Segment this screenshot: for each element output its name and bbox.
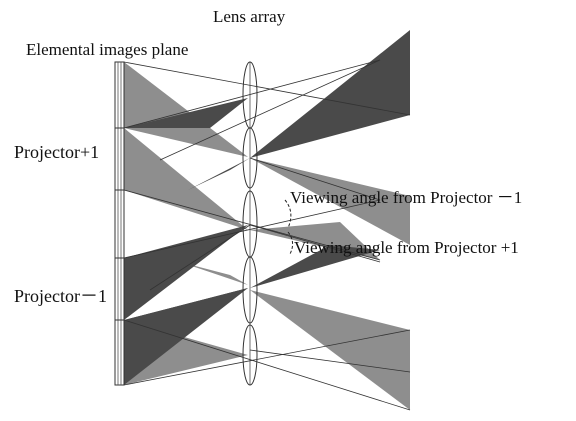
ray-line: [123, 189, 381, 261]
lens: [242, 324, 258, 386]
lens: [242, 256, 258, 324]
light-beam-mid-elemental: [124, 128, 248, 230]
label-projector-minus1: Projector－1: [14, 286, 107, 306]
dark-beam-top-cross: [124, 98, 248, 128]
ray-line: [249, 224, 381, 263]
dark-beam-top-right: [250, 30, 410, 158]
ray-line: [123, 61, 411, 116]
label-viewing-angle-plus1: Viewing angle from Projector +1: [294, 238, 519, 257]
lens: [242, 127, 258, 189]
label-lens-array: Lens array: [213, 7, 286, 26]
elemental-images-plane: [114, 61, 125, 386]
dark-beam-right-mid: [250, 245, 380, 288]
lens-array: [242, 61, 258, 386]
ray-line: [123, 59, 381, 129]
label-viewing-angle-minus1: Viewing angle from Projector －1: [290, 188, 522, 207]
label-projector-plus1: Projector+1: [14, 142, 99, 162]
plane-bar: [114, 61, 125, 386]
dark-beam-upper-mid: [188, 158, 250, 190]
label-elemental-images-plane: Elemental images plane: [26, 40, 188, 59]
dark-beam-lower-elemental: [124, 225, 248, 320]
ray-line: [159, 59, 381, 161]
light-beam-lower-middle: [180, 262, 248, 285]
light-beam-right-lower: [250, 290, 410, 410]
ray-line: [123, 329, 411, 386]
light-beam-top-elemental: [124, 62, 248, 157]
ray-line: [149, 224, 251, 291]
ray-line: [249, 157, 381, 201]
dark-beams: [124, 30, 410, 385]
dark-beam-bottom-elemental: [124, 288, 248, 385]
viewing-angle-arcs: [284, 199, 294, 255]
viewing-angle-arc-plus1: [287, 231, 294, 255]
viewing-angle-arc-minus1: [284, 199, 292, 229]
ray-line: [249, 349, 411, 373]
ray-lines: [123, 59, 411, 411]
ray-line: [123, 199, 381, 259]
ray-line: [123, 319, 411, 411]
light-beam-right-upper: [250, 158, 410, 245]
